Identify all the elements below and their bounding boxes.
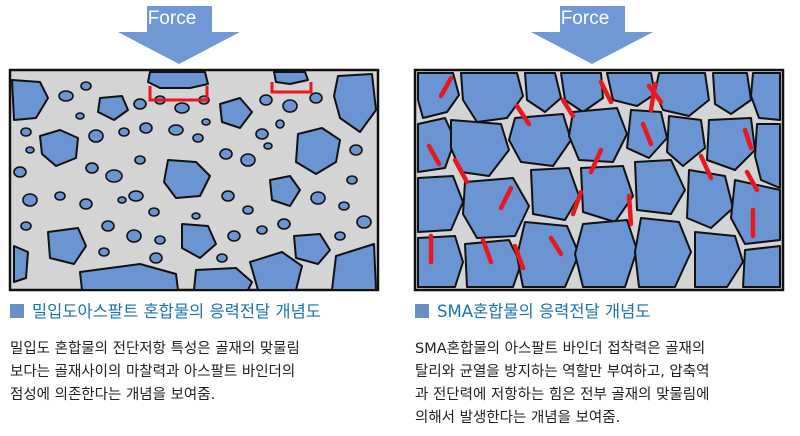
sma-panel: Force SMA혼합물의 응력전달 개념도 SMA혼합물의 아스팔트 바인더 … [405,0,795,436]
description-line: SMA혼합물의 아스팔트 바인더 접착력은 골재의 [415,341,706,357]
bullet-square-icon [415,304,429,318]
description-line: 밀입도 혼합물의 전단저항 특성은 골재의 맞물림 [10,341,300,357]
description-line: 탈리와 균열을 방지하는 역할만 부여하고, 압축역 [415,364,710,380]
description-line: 의해서 발생한다는 개념을 보여줌. [415,410,621,426]
sma-diagram [413,6,785,292]
fine-aggregates [13,81,372,264]
title-text: 밀입도아스팔트 혼합물의 응력전달 개념도 [32,302,321,321]
force-arrow [531,6,653,64]
force-label: Force [147,8,197,29]
contact-brackets [148,82,313,102]
dense-graded-panel: Force 밀입도아스팔트 혼합물의 응력전달 개념도 밀입도 혼합물의 전단저… [0,0,390,436]
title-text: SMA혼합물의 응력전달 개념도 [437,302,651,321]
dense-graded-diagram [8,6,380,292]
dense-graded-description: 밀입도 혼합물의 전단저항 특성은 골재의 맞물림 보다는 골재사이의 마찰력과… [10,338,390,407]
stress-contact-markers [426,75,760,271]
interlocking-aggregates [417,72,781,288]
sma-title: SMA혼합물의 응력전달 개념도 [415,298,650,322]
dense-graded-title: 밀입도아스팔트 혼합물의 응력전달 개념도 [10,298,321,322]
description-line: 점성에 의존한다는 개념을 보여줌. [10,387,216,403]
sma-description: SMA혼합물의 아스팔트 바인더 접착력은 골재의 탈리와 균열을 방지하는 역… [415,338,795,430]
description-line: 과 전단력에 저항하는 힘은 전부 골재의 맞물림에 [415,387,710,403]
bullet-square-icon [10,304,24,318]
force-label: Force [560,8,610,29]
description-line: 보다는 골재사이의 마찰력과 아스팔트 바인더의 [10,364,296,380]
large-aggregates [11,71,377,291]
force-arrow [118,6,240,64]
